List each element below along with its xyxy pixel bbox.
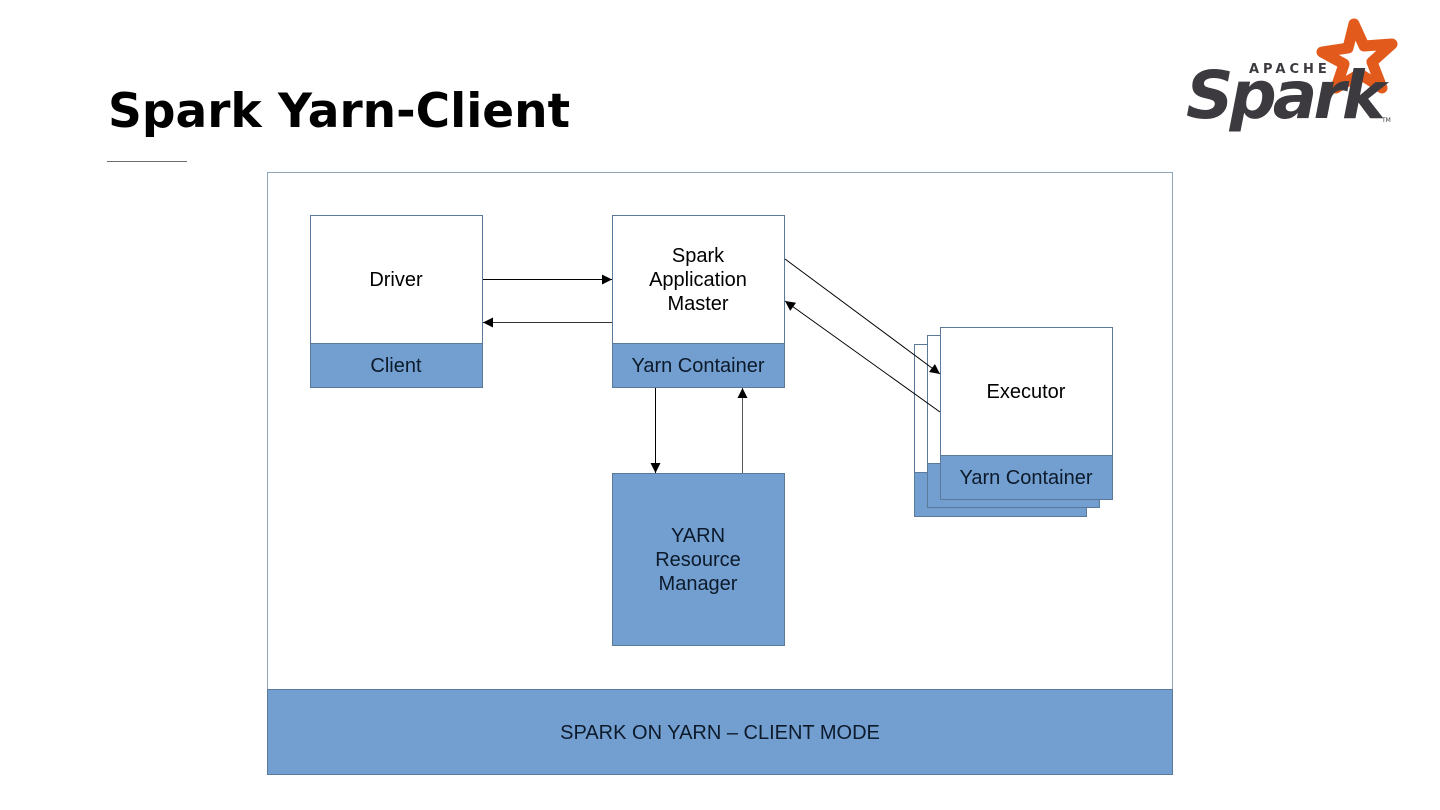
executor-stack: Executor Yarn Container (914, 327, 1113, 517)
slide-title: Spark Yarn-Client (108, 84, 571, 139)
logo-trademark: TM (1381, 117, 1391, 124)
executor-container-band (940, 455, 1113, 500)
caption-band: SPARK ON YARN – CLIENT MODE (267, 689, 1173, 775)
resource-manager-box (612, 473, 785, 646)
logo-spark-text: Spark (1186, 57, 1390, 134)
client-band (310, 343, 483, 388)
executor-container-label: Yarn Container (959, 467, 1092, 489)
driver-label: Driver (369, 269, 423, 291)
spark-star-icon (1316, 18, 1398, 94)
app-master-node: Spark Application Master Yarn Container (612, 215, 785, 388)
app-master-label-line-1: Spark (672, 245, 725, 267)
client-label: Client (370, 355, 422, 377)
resource-manager-label-line-2: Resource (655, 549, 741, 571)
app-master-container-label: Yarn Container (631, 355, 764, 377)
driver-node: Driver Client (310, 215, 483, 388)
executor-card-front: Executor Yarn Container (940, 327, 1113, 500)
resource-manager-label-line-3: Manager (659, 573, 738, 595)
app-master-label-line-3: Master (667, 293, 728, 315)
apache-spark-logo: APACHE Spark TM (1186, 18, 1398, 134)
app-master-container-band (612, 343, 785, 388)
logo-apache-text: APACHE (1249, 62, 1331, 77)
resource-manager-label-line-1: YARN (671, 525, 725, 547)
resource-manager-node: YARN Resource Manager (612, 473, 785, 646)
app-master-label-line-2: Application (649, 269, 747, 291)
caption-band-fill (267, 689, 1173, 775)
edges (483, 258, 941, 473)
arrow-executor-to-app-master (784, 300, 941, 413)
arrow-app-master-to-executor (784, 258, 941, 375)
executor-label: Executor (987, 381, 1066, 403)
title-underline (107, 161, 187, 162)
caption-text: SPARK ON YARN – CLIENT MODE (560, 722, 880, 744)
